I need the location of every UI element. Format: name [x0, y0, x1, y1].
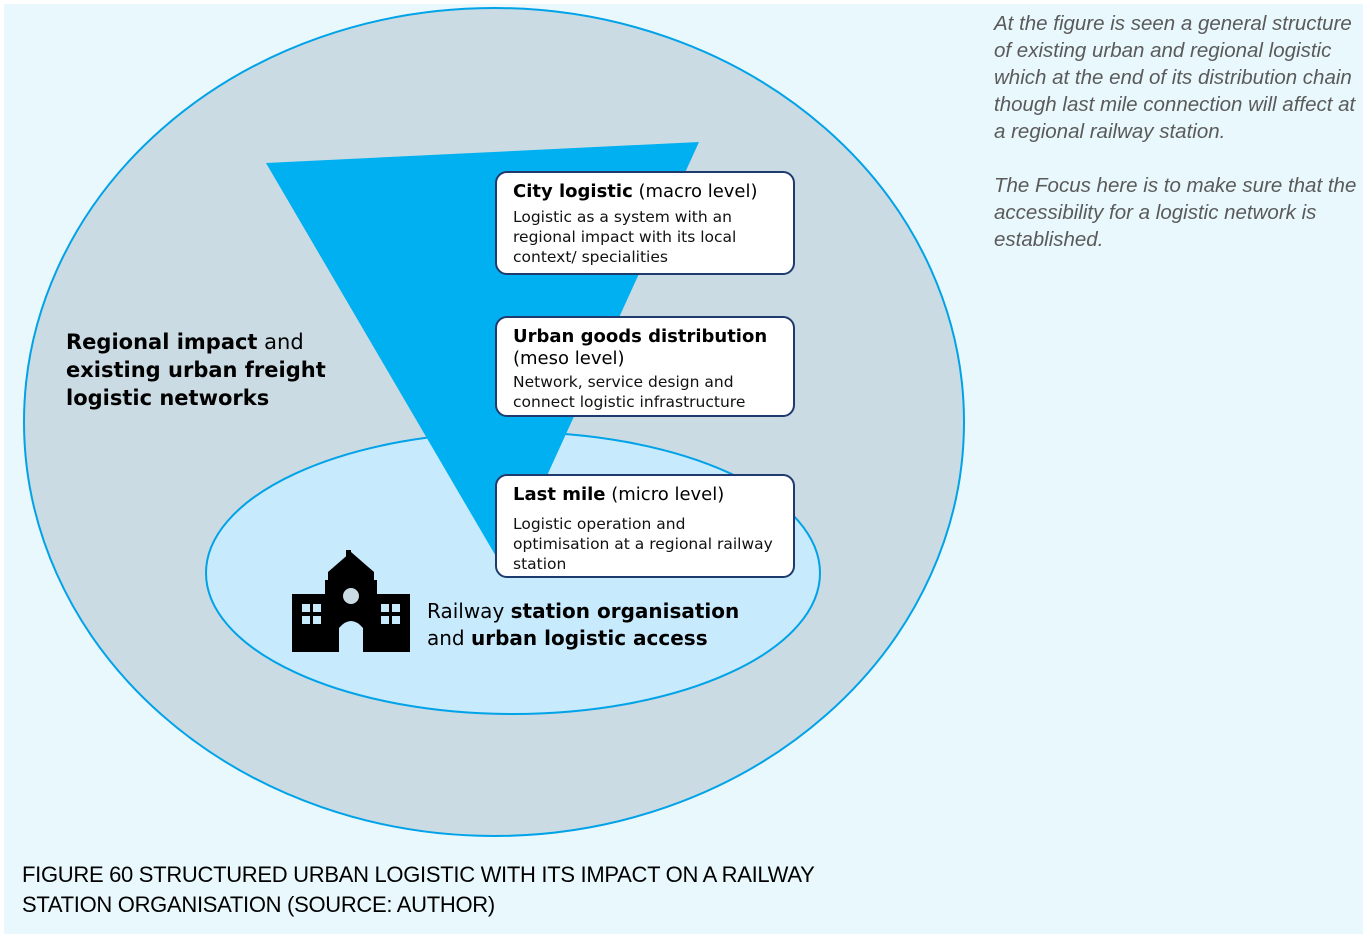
regional-impact-label: Regional impact and existing urban freig… — [66, 328, 366, 412]
city-logistic-name: City logistic — [513, 181, 633, 202]
urban-goods-name: Urban goods distribution — [513, 326, 768, 347]
regional-impact-bold: Regional impact — [66, 330, 258, 354]
station-organisation-label: Railway station organisation and urban l… — [427, 598, 807, 652]
diagram-shapes — [23, 7, 965, 837]
urban-goods-level: (meso level) — [513, 348, 625, 369]
last-mile-name: Last mile — [513, 484, 606, 505]
urban-goods-description: Network, service design and connect logi… — [513, 373, 746, 411]
side-note-paragraph-2: The Focus here is to make sure that the … — [994, 174, 1357, 251]
last-mile-description: Logistic operation and optimisation at a… — [513, 515, 773, 573]
urban-goods-distribution-box: Urban goods distribution (meso level) Ne… — [495, 316, 795, 417]
figure-caption-line-1: FIGURE 60 STRUCTURED URBAN LOGISTIC WITH… — [22, 862, 815, 887]
station-label-railway: Railway — [427, 599, 505, 623]
city-logistic-level: (macro level) — [638, 181, 758, 202]
last-mile-level: (micro level) — [611, 484, 725, 505]
station-label-organisation: station organisation — [510, 599, 740, 623]
last-mile-title: Last mile (micro level) — [513, 484, 783, 506]
city-logistic-title: City logistic (macro level) — [513, 181, 783, 203]
page-background: Regional impact and existing urban freig… — [4, 4, 1363, 934]
station-label-access: urban logistic access — [471, 626, 708, 650]
last-mile-box: Last mile (micro level) Logistic operati… — [495, 474, 795, 578]
side-note: At the figure is seen a general structur… — [994, 10, 1364, 280]
figure-caption-line-2: STATION ORGANISATION (SOURCE: AUTHOR) — [22, 892, 495, 917]
city-logistic-description: Logistic as a system with an regional im… — [513, 208, 737, 266]
side-note-paragraph-1: At the figure is seen a general structur… — [994, 12, 1356, 143]
urban-freight-networks-bold: existing urban freight logistic networks — [66, 358, 326, 410]
city-logistic-box: City logistic (macro level) Logistic as … — [495, 171, 795, 275]
train-station-building-icon — [292, 550, 410, 652]
figure-caption: FIGURE 60 STRUCTURED URBAN LOGISTIC WITH… — [22, 860, 922, 920]
urban-goods-title: Urban goods distribution (meso level) — [513, 326, 783, 370]
regional-impact-connector: and — [264, 330, 304, 354]
station-label-and: and — [427, 626, 465, 650]
